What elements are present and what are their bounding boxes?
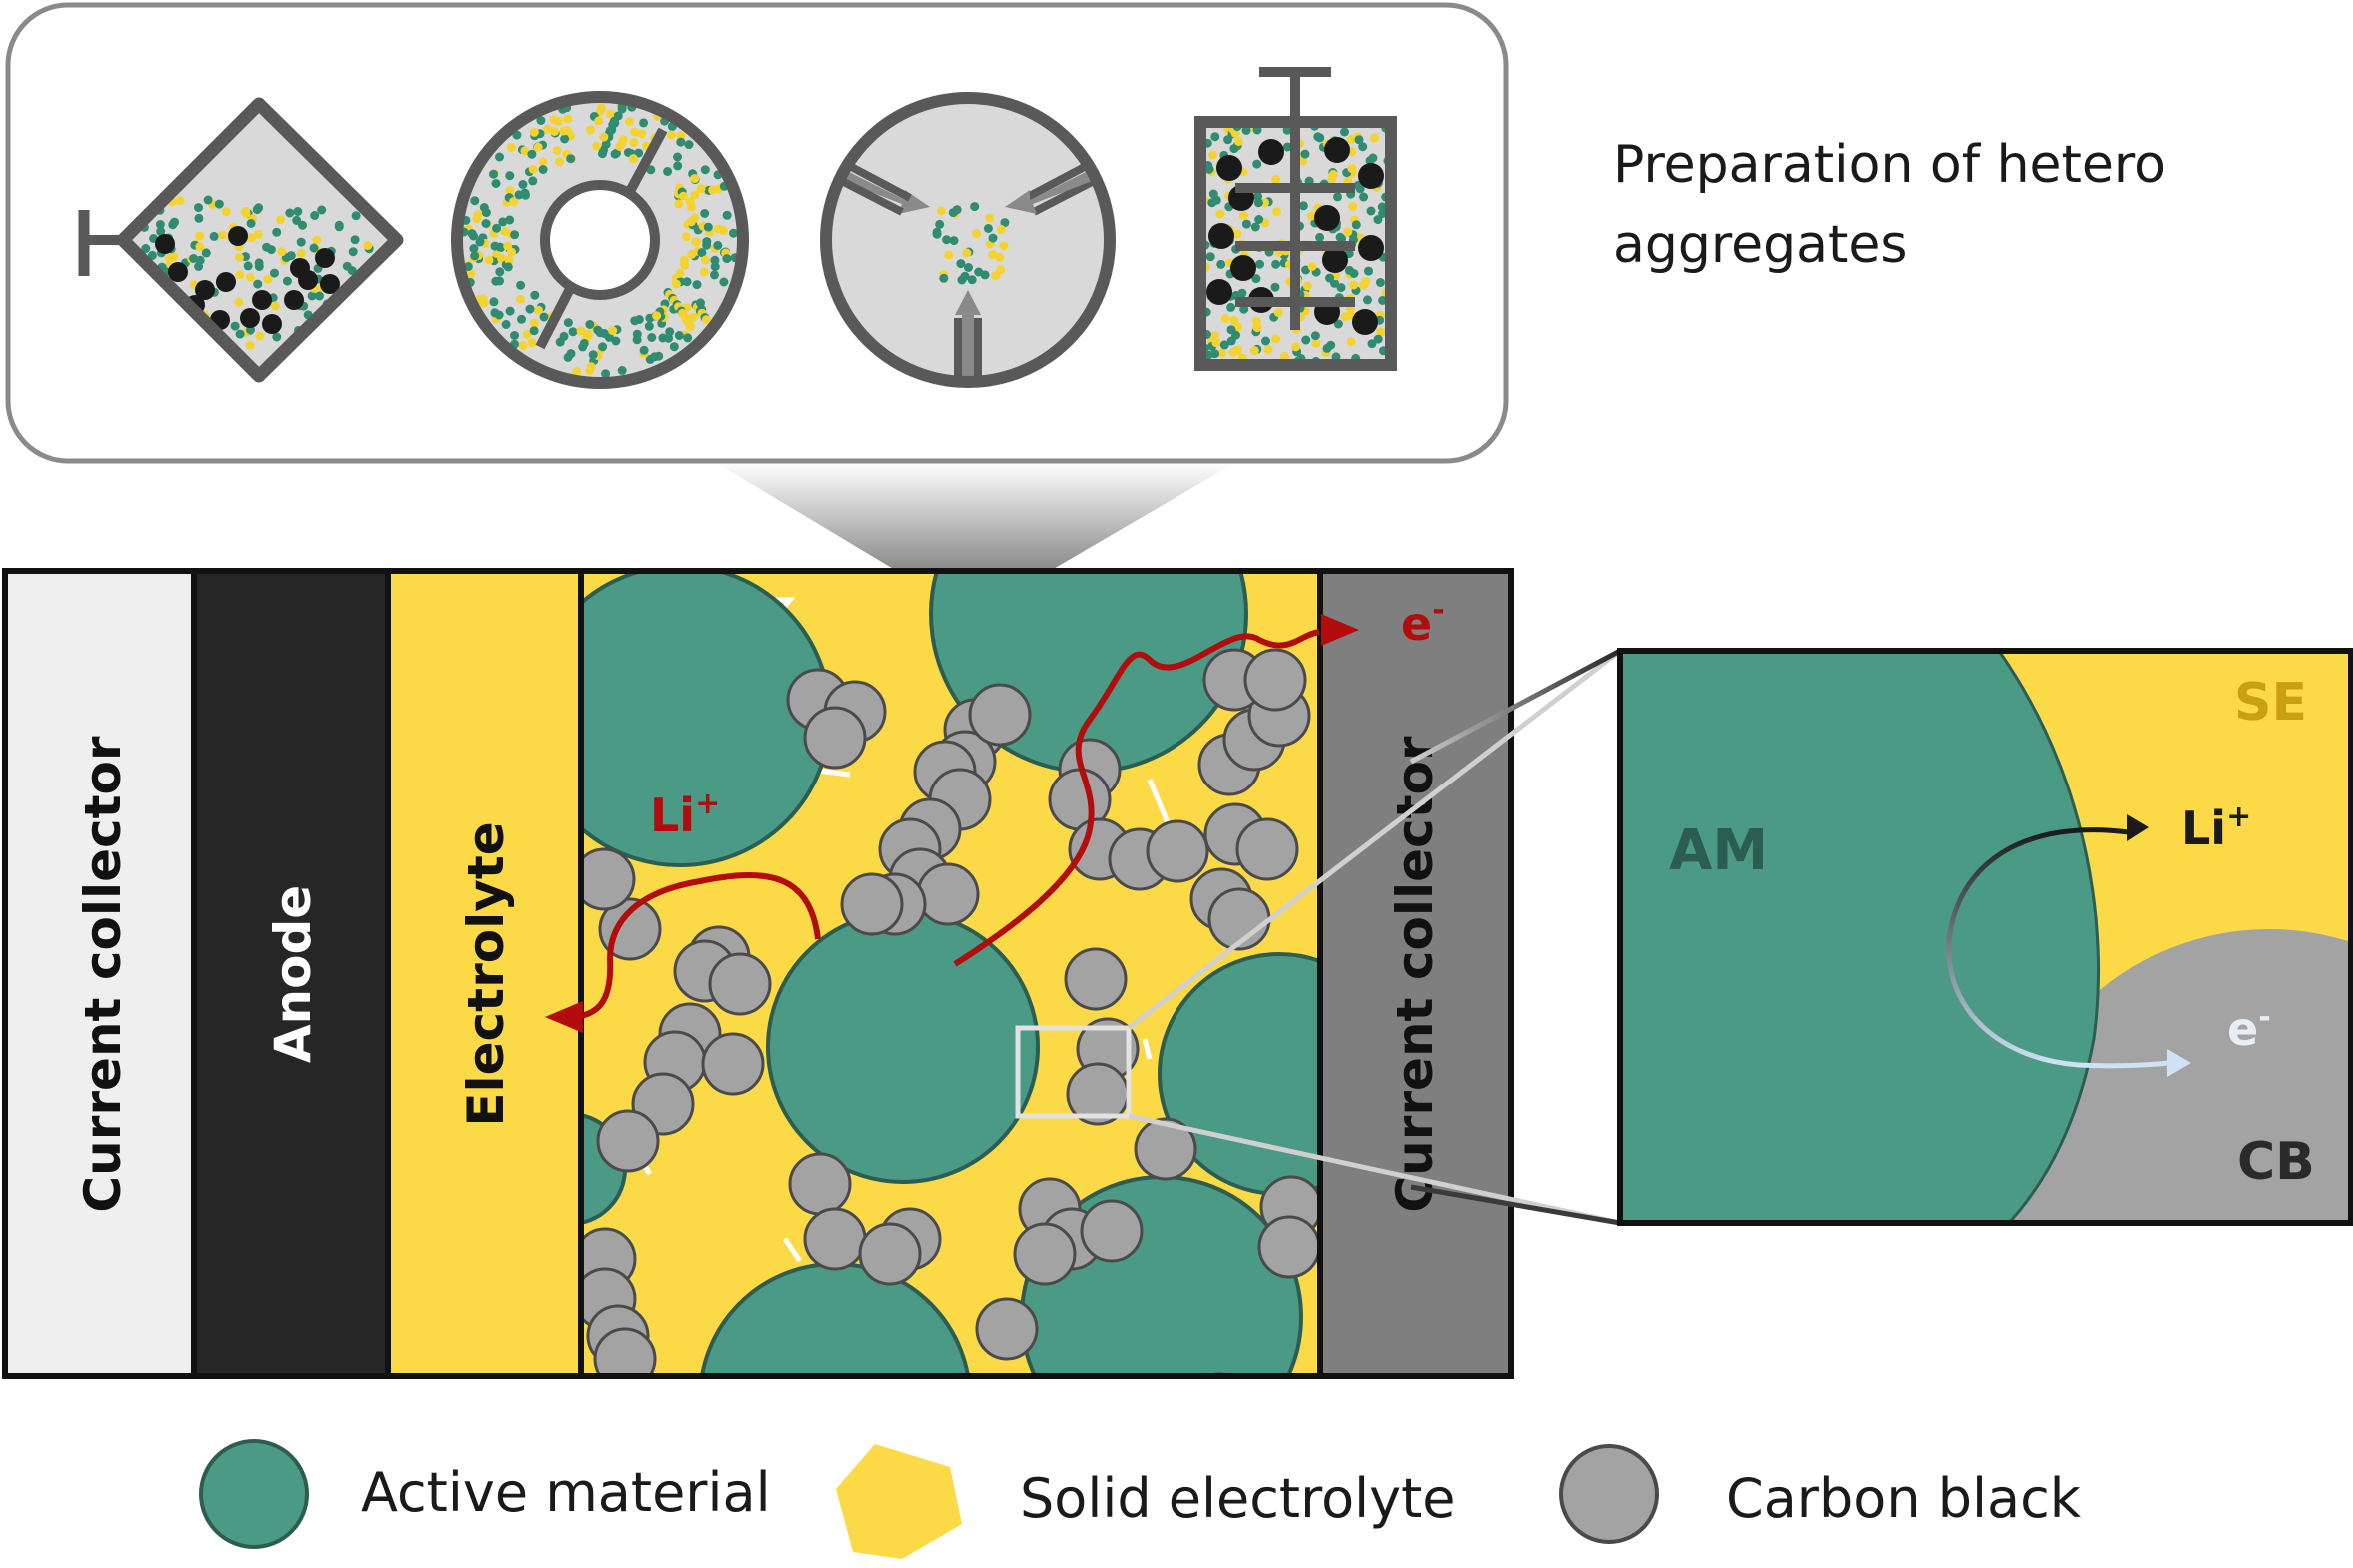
zoom-transfer-arrows bbox=[1946, 814, 2191, 1077]
electrolyte-label: Electrolyte bbox=[457, 821, 515, 1126]
stirred-mixer-icon bbox=[1194, 67, 1397, 371]
preparation-title-line1: Preparation of hetero bbox=[1613, 135, 2166, 195]
legend: Active material Solid electrolyte Carbon… bbox=[199, 1439, 2082, 1559]
legend-item-solid-electrolyte: Solid electrolyte bbox=[836, 1444, 1455, 1559]
jet-mill-icon bbox=[820, 92, 1116, 388]
zoom-electron-label: e- bbox=[2227, 1000, 2271, 1056]
zoom-inset: AM SE CB Li+ e- bbox=[1409, 648, 2353, 1226]
cell-frame bbox=[2, 568, 1514, 1379]
ring-mill-icon bbox=[451, 91, 749, 389]
preparation-title-line2: aggregates bbox=[1613, 215, 1907, 275]
legend-swatch-carbon-black bbox=[1559, 1444, 1659, 1544]
zoom-funnel bbox=[715, 462, 1236, 570]
anode-label: Anode bbox=[264, 885, 322, 1063]
zoom-se-label: SE bbox=[2234, 673, 2307, 733]
legend-label-carbon-black: Carbon black bbox=[1726, 1467, 2082, 1530]
zoom-marker bbox=[1015, 1025, 1132, 1119]
zoom-active-material bbox=[1620, 651, 2101, 1223]
li-ion-label: Li+ bbox=[650, 786, 720, 842]
electron-label: e- bbox=[1401, 593, 1445, 651]
legend-label-active-material: Active material bbox=[361, 1461, 771, 1524]
electrolyte-layer bbox=[388, 572, 581, 1375]
zoom-li-label: Li+ bbox=[2181, 799, 2251, 855]
legend-swatch-solid-electrolyte bbox=[836, 1444, 962, 1559]
current-collector-left bbox=[6, 572, 194, 1375]
legend-label-solid-electrolyte: Solid electrolyte bbox=[1020, 1467, 1455, 1530]
legend-item-active-material: Active material bbox=[199, 1439, 771, 1549]
legend-item-carbon-black: Carbon black bbox=[1559, 1444, 2082, 1544]
ion-path-arrow bbox=[545, 872, 821, 1033]
anode-layer bbox=[194, 572, 388, 1375]
preparation-panel: Preparation of hetero aggregates bbox=[5, 2, 2166, 570]
zoom-cb-label: CB bbox=[2237, 1132, 2315, 1192]
battery-cell: Current collector Anode Electrolyte Curr… bbox=[2, 568, 1622, 1379]
carbon-black-particles bbox=[581, 648, 1320, 1375]
composite-cathode bbox=[581, 572, 1320, 1375]
current-collector-right-label: Current collector bbox=[1386, 736, 1444, 1212]
electron-path-arrow bbox=[953, 614, 1359, 967]
legend-swatch-active-material bbox=[199, 1439, 309, 1549]
current-collector-right bbox=[1320, 572, 1510, 1375]
current-collector-left-label: Current collector bbox=[74, 736, 132, 1212]
zoom-am-label: AM bbox=[1669, 818, 1768, 883]
preparation-panel-frame bbox=[5, 2, 1509, 464]
